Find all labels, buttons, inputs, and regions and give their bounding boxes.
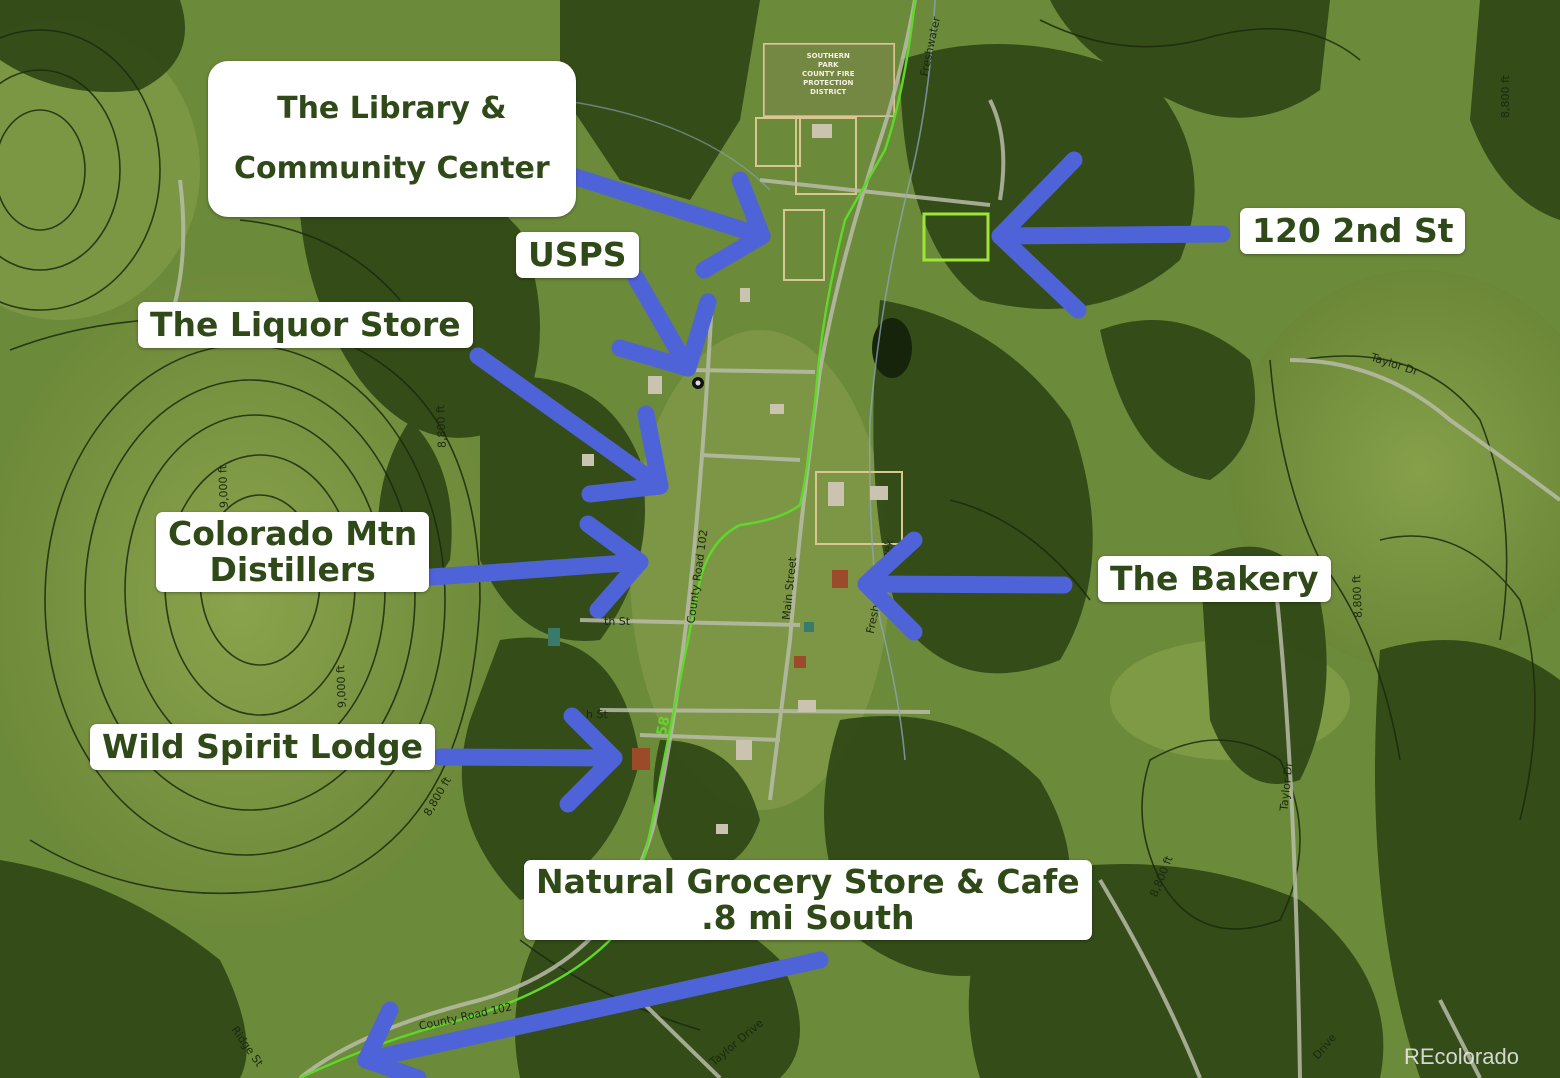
address-callout: 120 2nd St <box>1240 208 1466 254</box>
liquor-store-callout: The Liquor Store <box>138 302 473 348</box>
distillers-callout: Colorado Mtn Distillers <box>156 512 430 592</box>
bakery-arrow <box>857 531 1073 641</box>
roads <box>168 0 1560 1078</box>
usps-callout: USPS <box>516 232 639 278</box>
library-callout-line2: Community Center <box>234 151 550 186</box>
red-roofs <box>632 570 848 770</box>
subject-parcel <box>922 212 990 262</box>
address-callout-label: 120 2nd St <box>1252 211 1454 250</box>
library-callout-line1: The Library & <box>277 91 507 126</box>
lot-outlines <box>755 43 903 545</box>
usps-callout-label: USPS <box>528 235 627 274</box>
usps-arrow <box>611 269 717 377</box>
grocery-callout: Natural Grocery Store & Cafe .8 mi South <box>524 860 1092 940</box>
upper-left-meadow <box>0 20 200 320</box>
grocery-callout-line2: .8 mi South <box>701 898 915 937</box>
distillers-callout-line2: Distillers <box>209 550 376 589</box>
library-arrow <box>551 163 771 279</box>
distillers-callout-line1: Colorado Mtn <box>168 514 418 553</box>
side-stream <box>559 99 771 191</box>
fire-district-label: SOUTHERN PARK COUNTY FIRE PROTECTION DIS… <box>802 52 855 96</box>
library-callout: The Library & Community Center <box>208 61 576 217</box>
pond <box>872 318 912 378</box>
highway-58 <box>299 0 917 1078</box>
fifth-st-label: h St <box>586 708 608 721</box>
recolorado-watermark: REcolorado <box>1404 1044 1519 1069</box>
bakery-callout-label: The Bakery <box>1110 559 1319 598</box>
lodge-callout: Wild Spirit Lodge <box>90 724 436 770</box>
sixth-st-label: th St <box>604 615 631 628</box>
bakery-callout: The Bakery <box>1098 556 1331 602</box>
fire-district-lot <box>764 44 894 116</box>
lodge-arrow <box>431 707 623 813</box>
teal-roofs <box>548 622 814 646</box>
liquor-store-callout-label: The Liquor Store <box>150 305 461 344</box>
freshwater-creek <box>868 0 936 761</box>
grocery-arrow <box>357 951 829 1078</box>
liquor-arrow <box>469 347 669 503</box>
town-clearing <box>630 330 890 810</box>
buildings <box>582 124 888 834</box>
lodge-callout-label: Wild Spirit Lodge <box>102 727 424 766</box>
distillers-arrow <box>409 515 649 619</box>
grocery-callout-line1: Natural Grocery Store & Cafe <box>536 862 1080 901</box>
address-arrow <box>991 151 1231 319</box>
